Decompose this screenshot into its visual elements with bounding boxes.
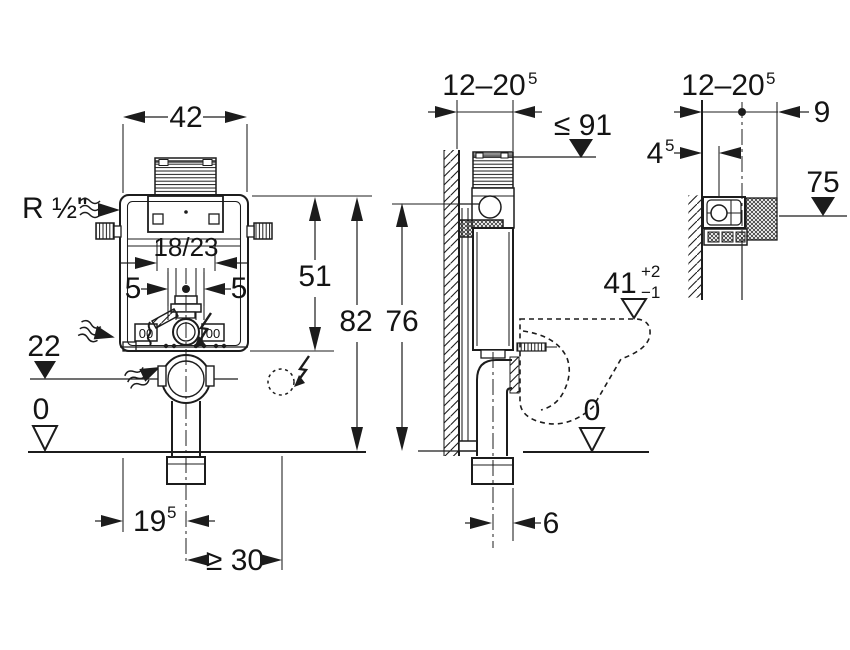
- protection-box: [154, 157, 217, 197]
- level-0-front-value: 0: [33, 393, 50, 426]
- dim-18-23-value: 18/23: [153, 232, 218, 262]
- dim-5-right-value: 5: [231, 272, 248, 305]
- level-0-side: 0: [418, 394, 649, 454]
- dim-offset-5-5: 5 5: [125, 272, 248, 306]
- dim-5-left-value: 5: [125, 272, 142, 305]
- dim-41-main: 41: [603, 267, 636, 300]
- fill-valve: [478, 195, 502, 219]
- valve-top: [710, 204, 728, 222]
- dim-41-minus: −1: [641, 283, 660, 302]
- dim-19-sup: 5: [167, 503, 176, 522]
- top-depth-main: 12–20: [681, 69, 764, 102]
- dim-30-value: ≥ 30: [206, 544, 264, 577]
- dim-offset-19-5: 19 5: [95, 458, 215, 538]
- dim-9-value: 9: [814, 96, 831, 129]
- flush-bend-side: [471, 342, 557, 548]
- supply-thread-label: R ½": [22, 192, 88, 225]
- dim-depth-12-20-5: 12–20 5: [428, 69, 542, 151]
- wc-pan-outline: [519, 318, 651, 425]
- dim-41-plus: +2: [641, 262, 660, 281]
- side-view: 12–20 5 76: [385, 69, 660, 548]
- protection-box-top: [745, 197, 778, 241]
- dim-frame-4-5: 4 5: [647, 136, 741, 198]
- dim-max-91: ≤ 91: [513, 109, 612, 158]
- pan-gasket: [509, 356, 520, 394]
- dim-6-value: 6: [543, 507, 560, 540]
- level-22-value: 22: [27, 330, 60, 363]
- level-0-side-value: 0: [584, 394, 601, 427]
- side-connector-right: [246, 222, 273, 240]
- protection-box-side: [472, 151, 514, 189]
- dim-4-sup: 5: [665, 136, 674, 155]
- dim-height-76: 76: [385, 203, 480, 451]
- threaded-rod: [516, 342, 547, 352]
- side-depth-main: 12–20: [442, 69, 525, 102]
- lightning-icon-knockout: [294, 355, 310, 387]
- top-view: 12–20 5 9 4 5 75: [647, 69, 847, 300]
- top-depth-sup: 5: [766, 69, 775, 88]
- water-supply-label: R ½": [22, 192, 120, 225]
- wall-section: [443, 150, 460, 456]
- seal-zeros-left: 00: [139, 326, 153, 341]
- seal-zeros-right: 00: [206, 326, 220, 341]
- dim-75-value: 75: [806, 166, 839, 199]
- dim-91-value: ≤ 91: [554, 109, 612, 142]
- dim-76-value: 76: [385, 305, 418, 338]
- level-0-front: 0: [28, 393, 366, 453]
- cistern-tank: [119, 194, 249, 352]
- dim-82-value: 82: [339, 305, 372, 338]
- wave-arrow-icon: [79, 197, 120, 219]
- dim-bowl-41: 41 +2 −1: [603, 262, 660, 320]
- dim-42-value: 42: [169, 101, 202, 134]
- wall-top: [688, 100, 703, 300]
- hose-squiggle: [146, 321, 152, 346]
- dim-outlet-6: 6: [465, 488, 559, 541]
- front-view: 42: [22, 101, 373, 577]
- access-opening: [147, 195, 224, 233]
- inlet-pipe: [151, 308, 179, 329]
- dim-51-value: 51: [298, 260, 331, 293]
- dim-19-main: 19: [133, 505, 166, 538]
- dim-height-82: 82: [339, 197, 373, 451]
- dim-width-42: 42: [122, 101, 248, 193]
- dim-4-main: 4: [647, 137, 664, 170]
- frame-rails: [458, 208, 478, 452]
- side-depth-sup: 5: [528, 69, 537, 88]
- frame-foot: [458, 440, 478, 452]
- dim-inner-18-23: 18/23: [121, 232, 247, 271]
- dim-height-51: 51: [250, 195, 372, 352]
- level-22: 22: [27, 330, 238, 380]
- flow-arrow-in: [77, 319, 115, 343]
- dim-depth-top: 12–20 5 9: [674, 69, 830, 129]
- dim-level-75: 75: [779, 166, 847, 217]
- dim-clearance-30: ≥ 30: [187, 456, 283, 577]
- side-connector-left: [95, 222, 122, 240]
- cistern-side: [458, 187, 515, 359]
- tank-body-side: [472, 227, 514, 351]
- unit-top-section: [702, 196, 778, 300]
- electrical-knockout: [267, 355, 310, 396]
